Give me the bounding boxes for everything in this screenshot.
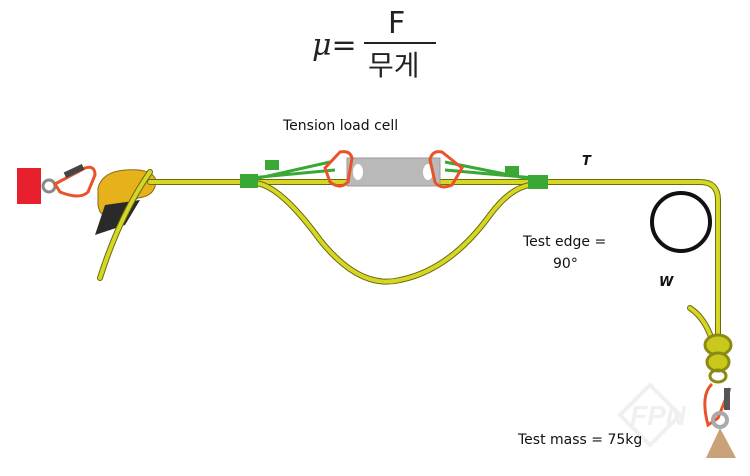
formula-denominator: 무게 — [368, 49, 420, 82]
mass-ring — [711, 411, 729, 429]
carabiner-mass — [703, 382, 732, 428]
test-edge-pulley — [650, 191, 712, 253]
watermark: FPN — [617, 382, 687, 448]
svg-text:FPN: FPN — [630, 400, 687, 431]
knot-right — [528, 175, 548, 189]
formula-fraction-bar — [364, 42, 436, 44]
anchor-ring — [41, 178, 57, 194]
carabiner-cell-right — [428, 150, 464, 189]
carabiner-left — [52, 165, 97, 198]
test-edge-label: Test edge = — [523, 234, 607, 250]
anchor-block — [17, 168, 41, 204]
figure-eight-knot — [703, 333, 733, 384]
knot-left — [240, 174, 258, 188]
test-mass-label: Test mass = 75kg — [518, 432, 643, 448]
formula-lhs: μ= — [312, 28, 357, 63]
test-mass — [706, 428, 736, 458]
test-edge-angle: 90° — [553, 256, 578, 272]
carabiner-cell-left — [323, 150, 354, 188]
formula-numerator: F — [388, 6, 406, 41]
weight-label: W — [659, 275, 674, 290]
tension-label: T — [582, 154, 591, 169]
load-cell-label: Tension load cell — [283, 118, 399, 134]
rope — [97, 169, 721, 343]
